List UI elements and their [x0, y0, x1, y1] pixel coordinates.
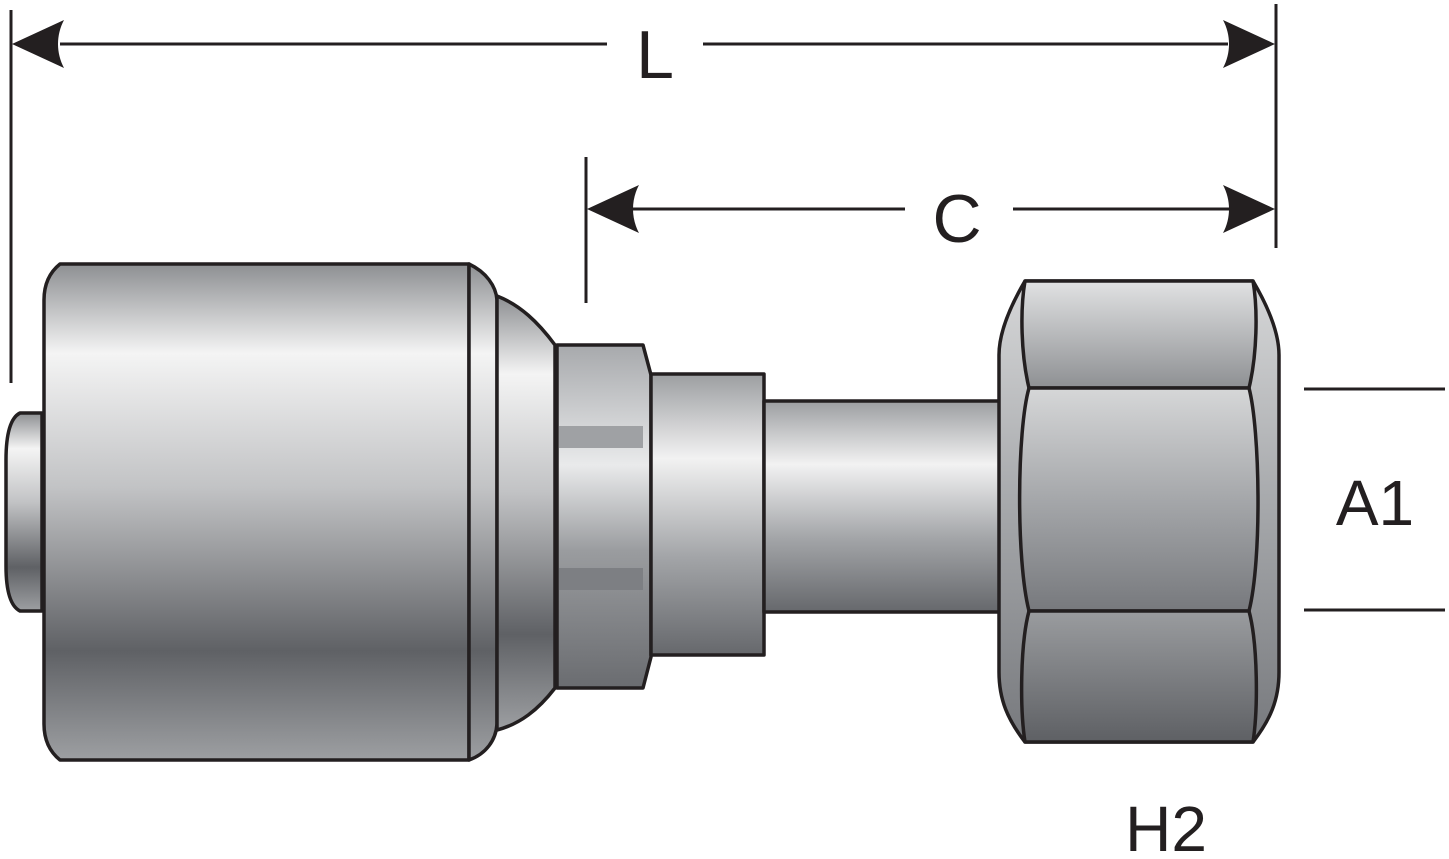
dimension-label-a1: A1 — [1336, 467, 1414, 539]
hose-insert-stub — [4, 411, 44, 613]
body-hex — [555, 343, 653, 690]
nut-facet-middle — [1017, 386, 1260, 613]
crimp-shell — [42, 262, 471, 762]
dimension-label-c: C — [932, 181, 981, 257]
arrowhead-c-right — [1223, 185, 1275, 233]
dimension-label-h2: H2 — [1125, 793, 1207, 859]
shell-rim — [467, 262, 499, 762]
arrowhead-c-left — [587, 185, 639, 233]
dimension-l: L — [9, 4, 1278, 383]
dimension-c: C — [584, 157, 1275, 303]
nut-facet-top — [1020, 279, 1258, 390]
shell-taper-collar — [495, 294, 557, 732]
arrowhead-right — [1223, 20, 1275, 68]
dimension-label-l: L — [636, 17, 674, 93]
hex-flat-band-top — [559, 426, 643, 448]
nut-facet-bottom — [1019, 609, 1259, 744]
dimension-a1: A1 — [1304, 387, 1445, 612]
shoulder-collar — [649, 372, 766, 657]
fitting-body — [4, 262, 1003, 762]
arrowhead-left — [12, 20, 64, 68]
hex-flat-band-bottom — [559, 568, 643, 590]
tube-stem — [762, 399, 1003, 614]
swivel-nut — [997, 279, 1281, 744]
